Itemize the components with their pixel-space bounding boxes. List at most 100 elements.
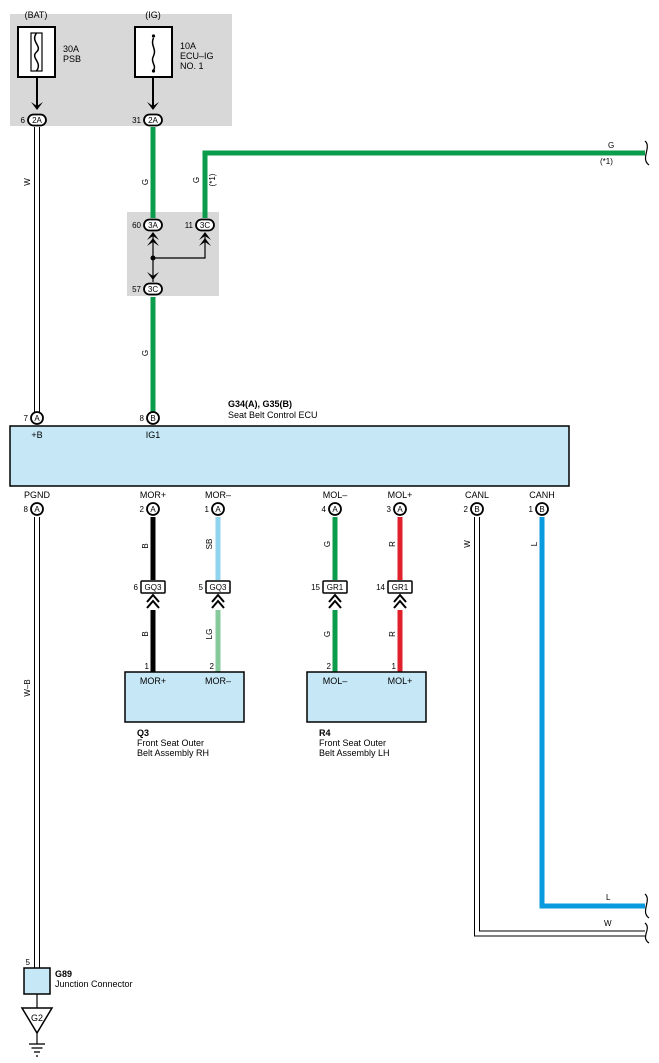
ground-label: G2	[31, 1013, 43, 1023]
connector-id: GR1	[392, 583, 409, 592]
ecu-subtitle: Seat Belt Control ECU	[228, 410, 318, 420]
connector-pin: 7	[24, 414, 29, 423]
connector-id: A	[215, 505, 221, 514]
connector-id: GQ3	[145, 583, 162, 592]
r4-pin2: 2	[327, 662, 332, 671]
connector-id: A	[34, 505, 40, 514]
connector-id: 3C	[200, 221, 210, 230]
q3-pin1: 1	[145, 662, 150, 671]
wire-color-w-b: W–B	[23, 679, 32, 696]
connector-ecu-b-plus: A7	[24, 411, 44, 425]
wire-color-canh-end: L	[606, 893, 611, 902]
connector-id: 2A	[32, 116, 42, 125]
wire-color-g-branch: G	[192, 177, 201, 183]
wire-color-lg: LG	[205, 629, 214, 640]
q3-code: Q3	[137, 728, 149, 738]
connector-id: B	[474, 505, 479, 514]
ecu-pin-mol-minus: MOL–	[323, 490, 348, 500]
connector-ecu-mor-minus: A1	[205, 502, 225, 516]
ground-triangle-icon	[20, 1007, 54, 1035]
r4-code: R4	[319, 728, 331, 738]
connector-pin: 5	[199, 583, 204, 592]
q3-label-mor-minus: MOR–	[205, 676, 231, 686]
wire-break-icon	[644, 893, 650, 919]
fuse-psb	[17, 26, 56, 78]
chevron-up-icon	[211, 593, 225, 609]
connector-pin: 60	[132, 221, 141, 230]
wire-color-canl-end: W	[604, 919, 612, 928]
wire-color-sb: SB	[205, 539, 214, 550]
chevron-up-icon	[328, 593, 342, 609]
connector-ecu-mol-minus: A4	[322, 502, 342, 516]
chevron-up-icon	[146, 593, 160, 609]
arrow-up-icon	[199, 232, 211, 240]
junction-code: G89	[55, 969, 72, 979]
wire-w-bat	[34, 127, 40, 413]
fuse2-name1: ECU–IG	[180, 51, 214, 61]
q3-name2: Belt Assembly RH	[137, 748, 209, 758]
branch-note: (*1)	[208, 173, 217, 186]
wire-color-w: W	[23, 178, 32, 186]
connector-pin: 31	[132, 116, 141, 125]
junction-connector-box	[23, 967, 51, 995]
arrow-down-icon	[147, 272, 159, 280]
wire-w-b-ground	[34, 517, 40, 968]
connector-ecu-canl: B2	[464, 502, 484, 516]
connector-pin: 1	[205, 505, 210, 514]
connector-ecu-pgnd: A8	[24, 502, 44, 516]
wire-canl	[474, 517, 645, 937]
ground-symbol-icon	[29, 1043, 45, 1057]
connector-ecu-ig1: B8	[140, 411, 160, 425]
wire-canh	[539, 517, 645, 909]
wire-color-g-mol-lower: G	[323, 631, 332, 637]
connector-id: A	[34, 414, 40, 423]
connector-id: A	[397, 505, 403, 514]
right-note: (*1)	[600, 157, 613, 166]
wire-color-r-upper: R	[388, 541, 397, 547]
connector-pin: 57	[132, 285, 141, 294]
wire-color-g-mid: G	[141, 350, 150, 356]
connector-c-3a: 3A 60	[132, 218, 163, 232]
wire-color-b-lower: B	[141, 631, 150, 636]
connector-id: GQ3	[210, 583, 227, 592]
ecu-pin-mor-plus: MOR+	[140, 490, 166, 500]
wire-color-g-right: G	[608, 141, 614, 150]
connector-pin: 8	[140, 414, 145, 423]
connector-id: A	[150, 505, 156, 514]
ecu-pin-mor-minus: MOR–	[205, 490, 231, 500]
wire-color-b-upper: B	[141, 543, 150, 548]
fuse2-rating: 10A	[180, 41, 196, 51]
connector-id: 3C	[148, 285, 158, 294]
fuse-element-icon	[33, 32, 40, 72]
r4-label-mol-plus: MOL+	[388, 676, 413, 686]
r4-name1: Front Seat Outer	[319, 738, 386, 748]
ecu-pin-b: +B	[31, 430, 42, 440]
bat-label: (BAT)	[25, 10, 48, 20]
connector-ecu-mor-plus: A2	[140, 502, 160, 516]
connector-pin: 11	[185, 221, 194, 230]
q3-label-mor-plus: MOR+	[140, 676, 166, 686]
q3-name1: Front Seat Outer	[137, 738, 204, 748]
ecu-pin-mol-plus: MOL+	[388, 490, 413, 500]
connector-id: 3A	[148, 221, 158, 230]
connector-pin: 2	[464, 505, 469, 514]
junction-name: Junction Connector	[55, 979, 133, 989]
connector-pin: 2	[140, 505, 145, 514]
wire-break-icon	[644, 140, 650, 166]
connector-pin: 4	[322, 505, 327, 514]
r4-pin1: 1	[392, 662, 397, 671]
wire-break-icon	[644, 922, 650, 944]
connector-ecu-mol-plus: A3	[387, 502, 407, 516]
ecu-pin-ig1: IG1	[146, 430, 161, 440]
connector-pin: 8	[24, 505, 29, 514]
arrow-down-icon	[31, 102, 43, 110]
fuse-element-icon	[151, 37, 156, 71]
ecu-pin-pgnd: PGND	[24, 490, 51, 500]
arrow-up-icon	[147, 232, 159, 240]
connector-id: B	[539, 505, 544, 514]
